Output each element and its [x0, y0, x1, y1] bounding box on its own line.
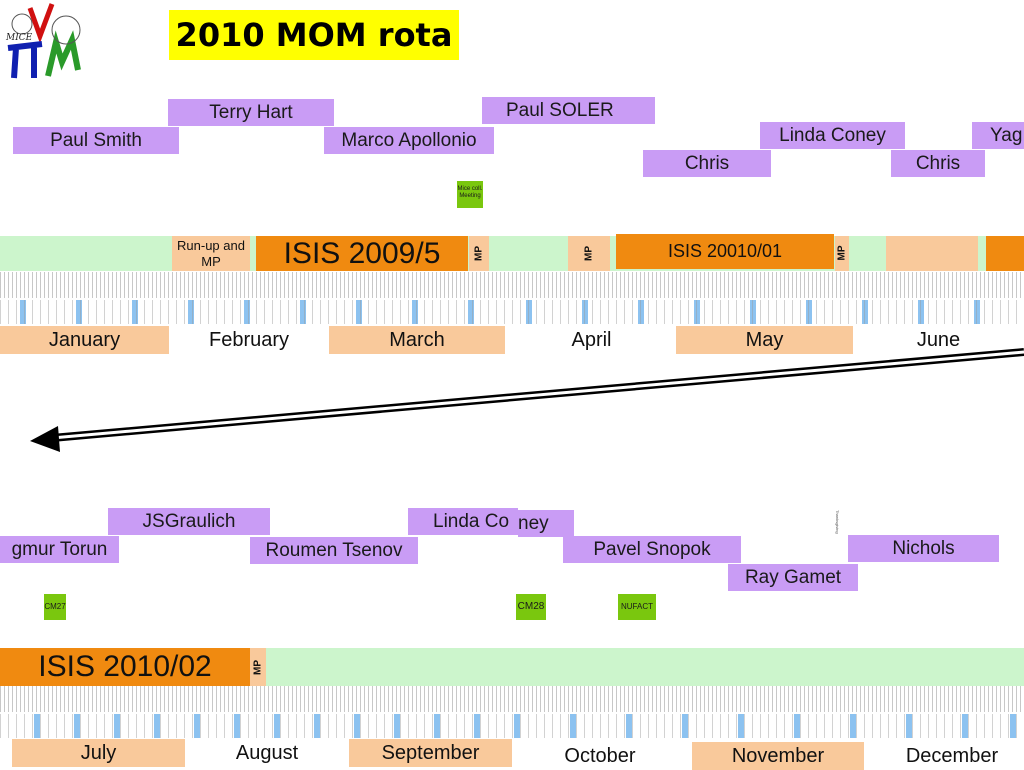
week-marker	[234, 714, 240, 738]
top-person-7: Chris	[891, 150, 985, 177]
week-marker	[356, 300, 362, 324]
top-beam-band	[0, 236, 1024, 271]
top-cycle-mp-2: MP	[568, 236, 610, 271]
month-december: December	[905, 745, 999, 767]
top-cycle-runup: Run-up and MP	[172, 236, 250, 271]
bottom-person-5: Pavel Snopok	[563, 536, 741, 563]
week-marker	[132, 300, 138, 324]
bottom-day-labels	[0, 714, 1024, 738]
top-cycle-isis-2009-5: ISIS 2009/5	[256, 236, 468, 271]
top-date-ticks	[0, 272, 1024, 298]
month-october: October	[564, 745, 636, 767]
week-marker	[962, 714, 968, 738]
week-marker	[76, 300, 82, 324]
bottom-event-cm28: CM28	[516, 594, 546, 620]
week-marker	[526, 300, 532, 324]
top-cycle-mp-3: MP	[835, 236, 849, 271]
week-marker	[412, 300, 418, 324]
top-event-collaboration-meeting: Mice coll. Meeting	[457, 181, 483, 208]
week-marker	[474, 714, 480, 738]
bottom-event-cm27: CM27	[44, 594, 66, 620]
week-marker	[34, 714, 40, 738]
week-marker	[114, 714, 120, 738]
continuation-arrow-icon	[30, 348, 1024, 452]
week-marker	[154, 714, 160, 738]
top-cycle-mp-1: MP	[469, 236, 489, 271]
week-marker	[850, 714, 856, 738]
week-marker	[682, 714, 688, 738]
week-marker	[806, 300, 812, 324]
top-cycle-block	[886, 236, 978, 271]
week-marker	[20, 300, 26, 324]
bottom-person-1: JSGraulich	[108, 508, 270, 535]
week-marker	[434, 714, 440, 738]
bottom-date-ticks	[0, 686, 1024, 712]
bottom-person-7: Nichols	[848, 535, 999, 562]
month-september: September	[349, 739, 512, 767]
top-person-1: Paul Smith	[13, 127, 179, 154]
month-april: April	[571, 329, 612, 351]
month-may: May	[676, 326, 853, 354]
week-marker	[582, 300, 588, 324]
top-person-6: Linda Coney	[760, 122, 905, 149]
week-marker	[394, 714, 400, 738]
month-july: July	[12, 739, 185, 767]
week-marker	[974, 300, 980, 324]
top-person-5: Chris	[643, 150, 771, 177]
bottom-cycle-mp: MP	[250, 648, 266, 686]
bottom-event-thanksgiving: Thanksgiving	[835, 510, 840, 534]
week-marker	[918, 300, 924, 324]
mice-logo-icon: MICE	[5, 3, 81, 79]
month-november: November	[692, 742, 864, 770]
week-marker	[188, 300, 194, 324]
month-march: March	[329, 326, 505, 354]
bottom-person-2: gmur Torun	[0, 536, 119, 563]
bottom-cycle-isis-2010-02: ISIS 2010/02	[0, 648, 250, 686]
month-june: June	[916, 329, 961, 351]
top-cycle-next	[986, 236, 1024, 271]
week-marker	[300, 300, 306, 324]
bottom-person-4a: Linda Co	[408, 508, 518, 535]
top-person-2: Terry Hart	[168, 99, 334, 126]
week-marker	[194, 714, 200, 738]
bottom-person-4b: ney	[518, 510, 574, 537]
month-january: January	[0, 326, 169, 354]
top-person-4: Paul SOLER	[482, 97, 655, 124]
week-marker	[750, 300, 756, 324]
logo-text: MICE	[5, 33, 33, 43]
week-marker	[74, 714, 80, 738]
week-marker	[906, 714, 912, 738]
page-title: 2010 MOM rota	[169, 10, 459, 60]
week-marker	[626, 714, 632, 738]
week-marker	[354, 714, 360, 738]
month-august: August	[235, 742, 299, 764]
bottom-person-6: Ray Gamet	[728, 564, 858, 591]
week-marker	[570, 714, 576, 738]
week-marker	[314, 714, 320, 738]
week-marker	[244, 300, 250, 324]
week-marker	[468, 300, 474, 324]
top-day-labels	[0, 300, 1024, 324]
top-cycle-isis-20010-01: ISIS 20010/01	[616, 234, 834, 269]
week-marker	[862, 300, 868, 324]
top-person-3: Marco Apollonio	[324, 127, 494, 154]
week-marker	[638, 300, 644, 324]
month-february: February	[208, 329, 290, 351]
week-marker	[794, 714, 800, 738]
week-marker	[694, 300, 700, 324]
bottom-person-3: Roumen Tsenov	[250, 537, 418, 564]
week-marker	[738, 714, 744, 738]
week-marker	[274, 714, 280, 738]
week-marker	[1010, 714, 1016, 738]
top-person-8: Yag	[972, 122, 1024, 149]
week-marker	[514, 714, 520, 738]
bottom-event-nufact: NUFACT	[618, 594, 656, 620]
